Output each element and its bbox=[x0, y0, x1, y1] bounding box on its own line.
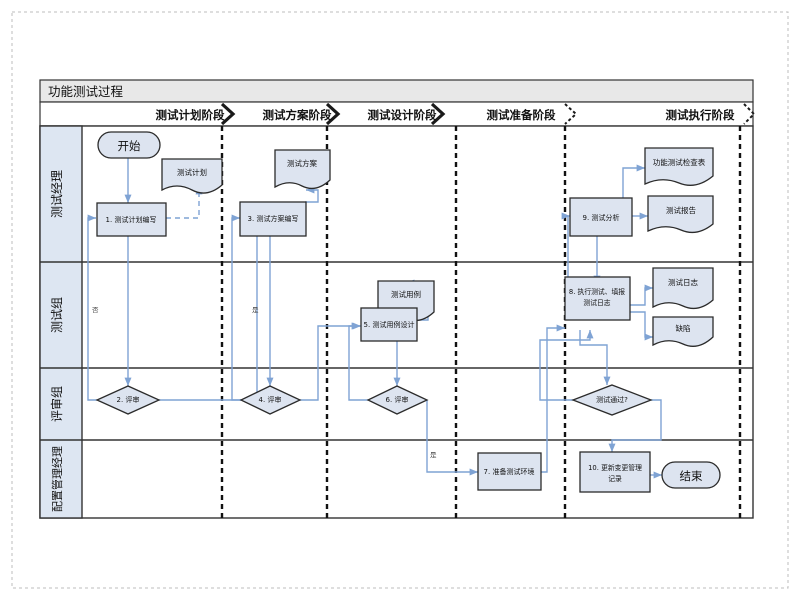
lane-label-4: 配置管理经理 bbox=[50, 446, 64, 512]
node-doc-test-log-label: 测试日志 bbox=[668, 277, 698, 287]
node-doc-test-plan-label: 测试计划 bbox=[177, 167, 207, 177]
lane-label-3: 评审组 bbox=[49, 386, 64, 422]
edge-label-yes-1: 是 bbox=[252, 306, 259, 314]
node-start-label: 开始 bbox=[118, 139, 141, 153]
connectors bbox=[87, 158, 662, 479]
phase-label-4: 测试准备阶段 bbox=[487, 108, 556, 122]
node-doc-function-test-checklist[interactable]: 功能测试检查表 bbox=[644, 147, 714, 186]
node-doc-checklist-label: 功能测试检查表 bbox=[653, 157, 706, 167]
phase-chevron-2 bbox=[325, 102, 341, 126]
node-8-label-line2: 测试日志 bbox=[583, 298, 610, 307]
node-doc-test-log[interactable]: 测试日志 bbox=[652, 267, 714, 310]
node-doc-test-scheme[interactable]: 测试方案 bbox=[274, 149, 331, 190]
lane-header-column bbox=[39, 125, 83, 519]
node-doc-test-plan[interactable]: 测试计划 bbox=[161, 158, 223, 194]
edge-label-no-1: 否 bbox=[92, 306, 99, 314]
node-8-label-line1: 8. 执行测试、填报 bbox=[569, 287, 625, 296]
node-1-test-plan-writing[interactable]: 1. 测试计划编写 bbox=[96, 202, 167, 237]
node-2-label: 2. 评审 bbox=[117, 395, 140, 404]
node-7-label: 7. 准备测试环境 bbox=[484, 467, 535, 476]
node-doc-defect-label: 缺陷 bbox=[676, 323, 691, 333]
page-border bbox=[11, 11, 789, 589]
node-5-label: 5. 测试用例设计 bbox=[364, 320, 415, 329]
node-4-label: 4. 评审 bbox=[259, 395, 282, 404]
node-10-update-change-record[interactable]: 10. 更新变更管理 记录 bbox=[579, 451, 651, 493]
node-3-test-scheme-writing[interactable]: 3. 测试方案编写 bbox=[239, 201, 307, 237]
phase-label-2: 测试方案阶段 bbox=[263, 108, 332, 122]
node-5-test-case-design[interactable]: 5. 测试用例设计 bbox=[360, 307, 418, 342]
lane-label-1: 测试经理 bbox=[49, 170, 64, 218]
node-2-review[interactable]: 2. 评审 bbox=[95, 385, 161, 415]
phase-chevron-1 bbox=[220, 102, 236, 126]
node-decision-label: 测试通过? bbox=[596, 395, 628, 404]
edge-label-yes-2: 是 bbox=[430, 451, 437, 459]
node-doc-test-report[interactable]: 测试报告 bbox=[647, 195, 714, 234]
diagram-title: 功能测试过程 bbox=[48, 84, 124, 99]
node-9-test-analysis[interactable]: 9. 测试分析 bbox=[569, 197, 633, 237]
node-3-label: 3. 测试方案编写 bbox=[248, 214, 299, 223]
phase-label-5: 测试执行阶段 bbox=[666, 108, 735, 122]
node-10-label-line1: 10. 更新变更管理 bbox=[588, 463, 642, 472]
node-6-review[interactable]: 6. 评审 bbox=[366, 385, 429, 415]
node-10-label-line2: 记录 bbox=[608, 475, 622, 483]
node-end-label: 结束 bbox=[680, 469, 703, 483]
node-9-label: 9. 测试分析 bbox=[583, 213, 620, 222]
node-doc-test-report-label: 测试报告 bbox=[666, 205, 696, 215]
phase-label-3: 测试设计阶段 bbox=[368, 108, 437, 122]
node-doc-defect[interactable]: 缺陷 bbox=[652, 316, 714, 347]
node-start[interactable]: 开始 bbox=[97, 131, 161, 159]
phase-chevron-4 bbox=[564, 103, 578, 125]
node-7-prepare-environment[interactable]: 7. 准备测试环境 bbox=[477, 452, 542, 491]
phase-label-1: 测试计划阶段 bbox=[156, 108, 225, 122]
node-end[interactable]: 结束 bbox=[661, 461, 721, 489]
phase-chevron-3 bbox=[430, 102, 446, 126]
node-doc-test-scheme-label: 测试方案 bbox=[287, 158, 317, 168]
node-decision-test-passed[interactable]: 测试通过? bbox=[571, 384, 653, 416]
title-bar bbox=[39, 79, 754, 103]
lane-label-2: 测试组 bbox=[49, 297, 64, 333]
node-6-label: 6. 评审 bbox=[386, 395, 409, 404]
phase-band bbox=[39, 101, 754, 127]
node-doc-test-case-label: 测试用例 bbox=[391, 289, 421, 299]
node-8-execute-test[interactable]: 8. 执行测试、填报 测试日志 bbox=[564, 276, 631, 321]
node-4-review[interactable]: 4. 评审 bbox=[239, 385, 302, 415]
node-1-label: 1. 测试计划编写 bbox=[106, 215, 157, 224]
phase-chevron-5 bbox=[743, 103, 756, 125]
